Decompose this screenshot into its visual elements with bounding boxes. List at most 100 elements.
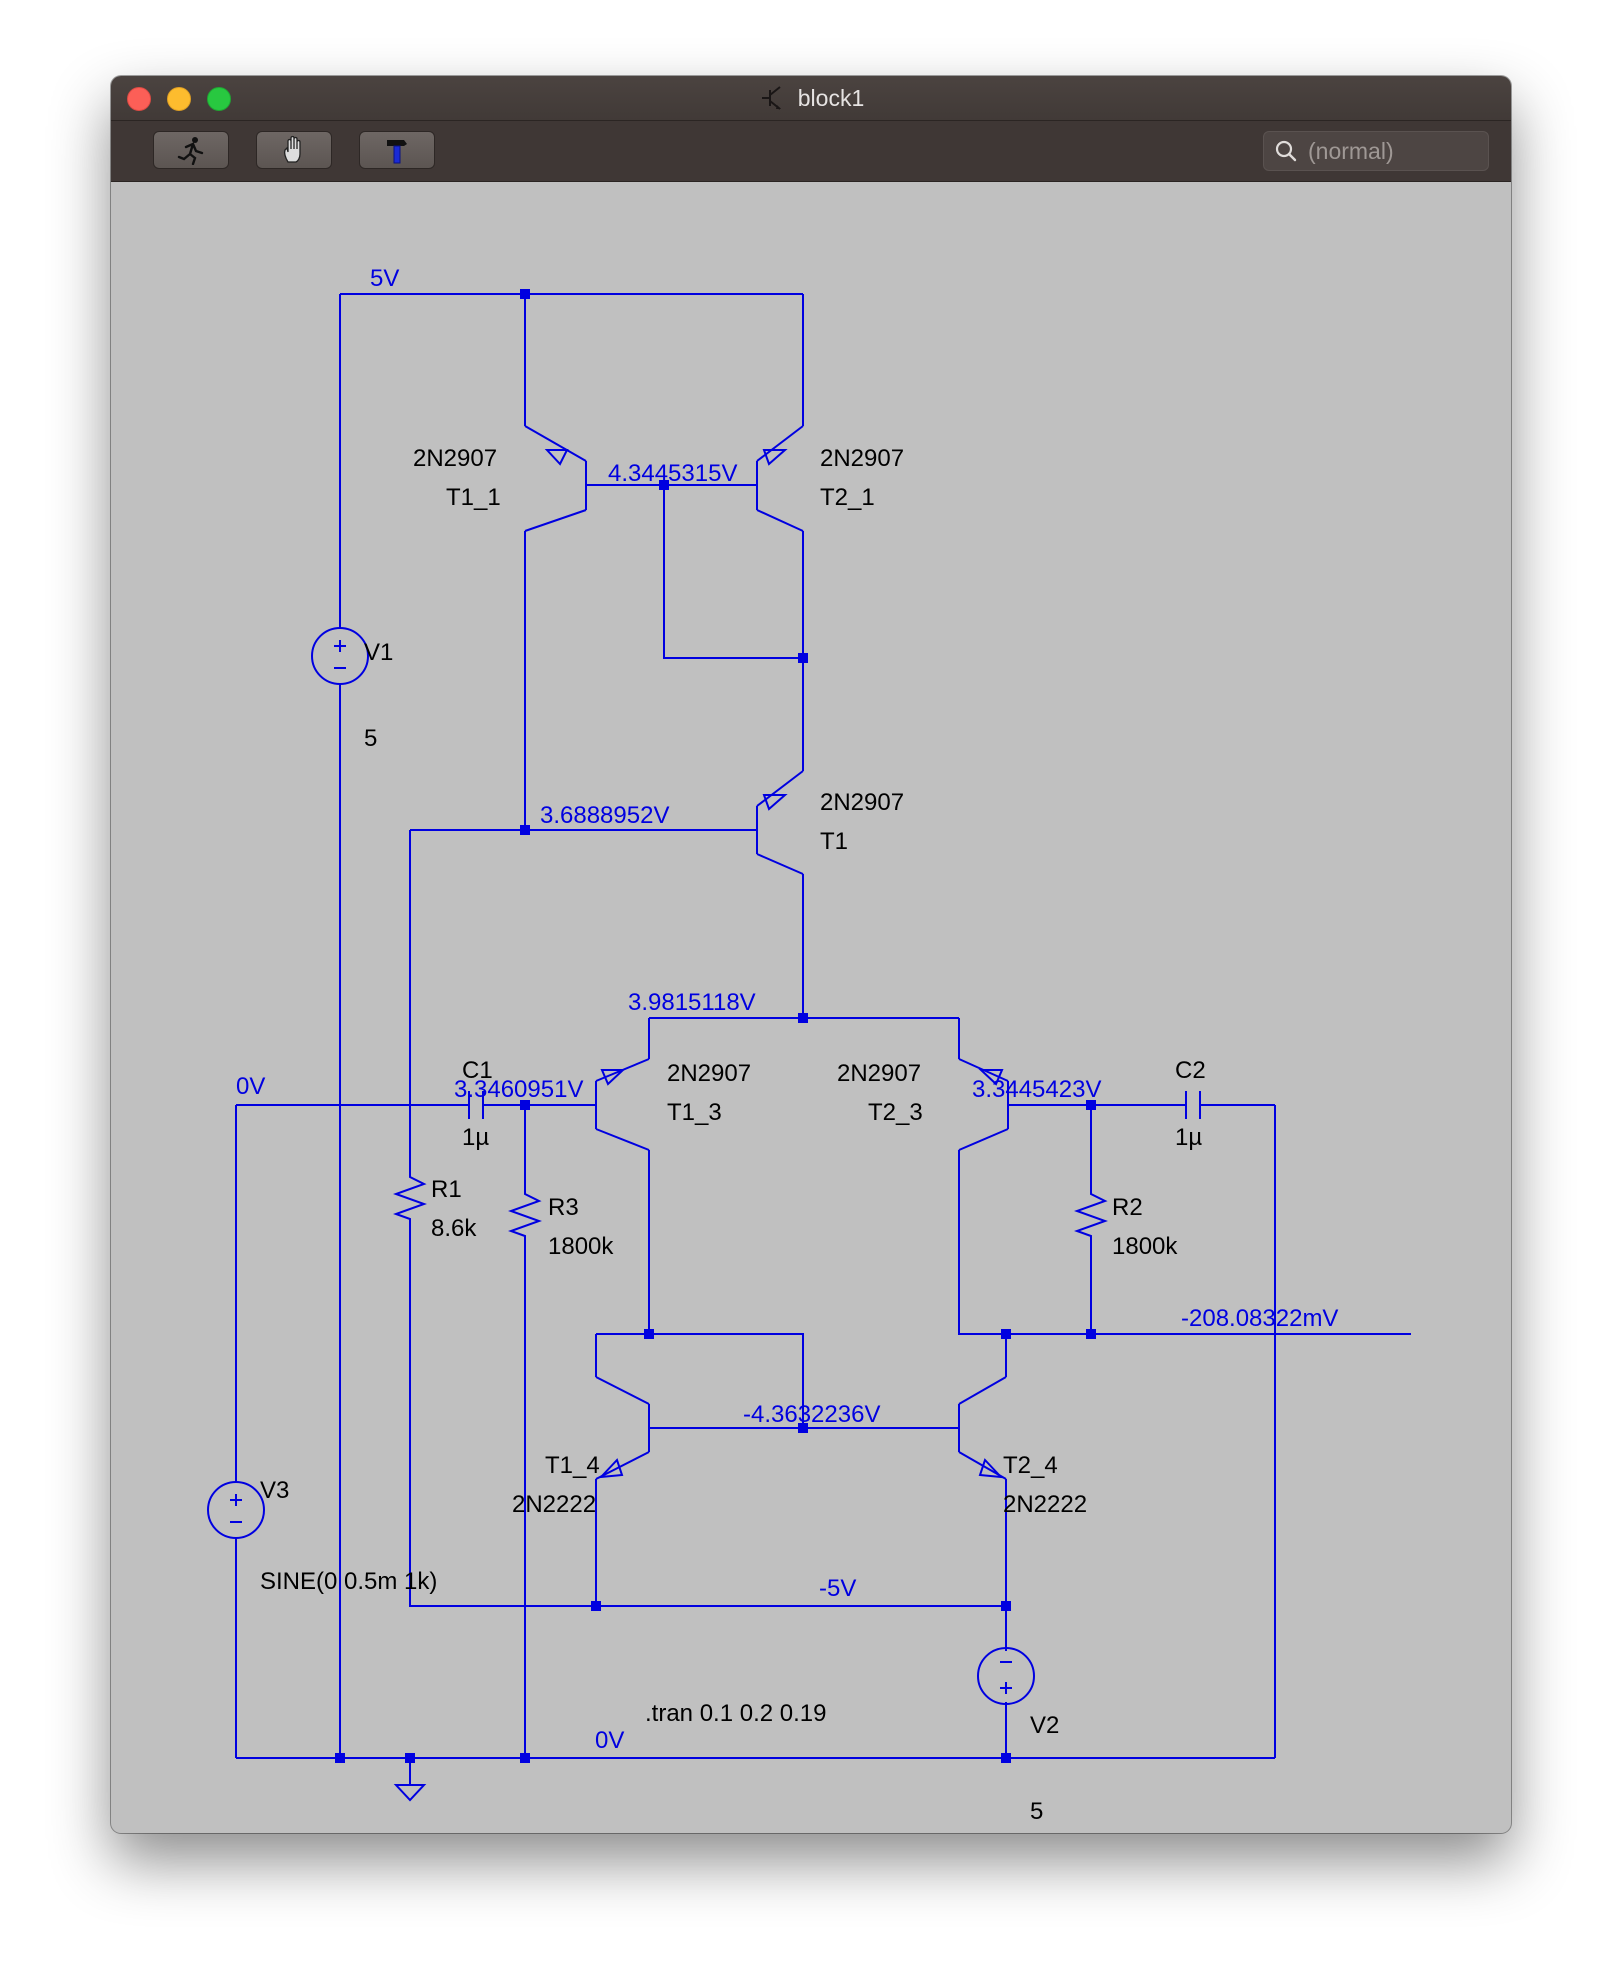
window-title-group: block1 [111,76,1511,120]
v3-value: SINE(0 0.5m 1k) [260,1568,437,1595]
wire-mirror-bottom-diode [596,1333,804,1428]
t1-1-model: 2N2907 [413,445,497,472]
search-input[interactable] [1306,136,1480,166]
t2-3-name: T2_3 [868,1099,923,1126]
junction-dot [520,825,530,835]
halt-button[interactable] [256,131,332,169]
hand-icon [283,135,301,163]
c1-name: C1 [462,1057,493,1084]
toolbar [111,121,1511,182]
junction-dot [644,1329,654,1339]
resistor-r3[interactable] [508,1187,542,1239]
junctions [335,289,1096,1763]
t1-3-model: 2N2907 [667,1060,751,1087]
wire-vss [409,1222,1006,1607]
junction-dot [1086,1329,1096,1339]
v1-value: 5 [364,725,377,752]
schematic-drawing[interactable]: 5V 0V 0V -5V 4.3445315V 3.6888952V 3.981… [111,182,1511,1833]
wires [235,293,1411,1785]
c2-name: C2 [1175,1057,1206,1084]
v1-name: V1 [364,639,393,666]
search-box[interactable] [1263,131,1489,171]
voltage-out: -208.08322mV [1181,1305,1338,1332]
voltage-in-right: 3.3445423V [972,1076,1101,1103]
junction-dot [1001,1753,1011,1763]
t1-1-name: T1_1 [446,484,501,511]
r1-value: 8.6k [431,1215,477,1242]
junction-dot [1001,1601,1011,1611]
hammer-icon [387,140,407,164]
resistor-r2[interactable] [1074,1187,1108,1239]
window-title: block1 [797,84,865,111]
v2-value: 5 [1030,1798,1043,1825]
net-label-vdd: 5V [370,265,399,292]
resistor-r1[interactable] [393,1170,427,1222]
search-icon [1275,140,1297,162]
voltage-source-v1[interactable] [311,627,369,685]
r3-name: R3 [548,1194,579,1221]
t2-4-name: T2_4 [1003,1452,1058,1479]
wire-out [958,1150,1411,1335]
junction-dot [405,1753,415,1763]
junction-dot [520,1100,530,1110]
voltage-tail: 3.9815118V [628,989,756,1016]
voltage-source-v2[interactable] [977,1647,1035,1705]
schematic-canvas[interactable]: 5V 0V 0V -5V 4.3445315V 3.6888952V 3.981… [111,182,1511,1833]
t1-4-model: 2N2222 [512,1491,596,1518]
app-window: block1 [111,76,1511,1833]
minimize-button[interactable] [167,87,191,111]
junction-dot [1001,1329,1011,1339]
junction-dot [520,1753,530,1763]
c1-value: 1µ [462,1124,489,1151]
run-icon [177,137,204,165]
capacitor-c1[interactable] [468,1091,484,1119]
transistor-t1-1[interactable] [524,425,587,532]
t1-model: 2N2907 [820,789,904,816]
t1-name: T1 [820,828,848,855]
junction-dot [591,1601,601,1611]
t2-1-model: 2N2907 [820,445,904,472]
v2-name: V2 [1030,1712,1059,1739]
transistor-t1-3[interactable] [595,1058,650,1151]
transistor-t2-4[interactable] [958,1376,1007,1480]
junction-dot [798,1423,808,1433]
wire-mirror-diode [663,485,803,659]
voltage-mirror-top: 4.3445315V [608,460,737,487]
c2-value: 1µ [1175,1124,1202,1151]
junction-dot [798,1013,808,1023]
voltage-in-left: 3.3460951V [454,1076,583,1103]
capacitor-c2[interactable] [1185,1091,1201,1119]
r2-value: 1800k [1112,1233,1178,1260]
junction-dot [1086,1100,1096,1110]
close-button[interactable] [127,87,151,111]
zoom-button[interactable] [207,87,231,111]
voltage-t1-base: 3.6888952V [540,802,669,829]
junction-dot [520,289,530,299]
ground-symbol[interactable] [393,1784,427,1802]
r3-value: 1800k [548,1233,614,1260]
t1-3-name: T1_3 [667,1099,722,1126]
junction-dot [335,1753,345,1763]
v3-name: V3 [260,1477,289,1504]
transistor-t1[interactable] [756,770,804,875]
t2-3-model: 2N2907 [837,1060,921,1087]
transistor-document-icon [761,86,781,110]
spice-directive[interactable]: .tran 0.1 0.2 0.19 [645,1700,826,1727]
junction-dot [659,480,669,490]
run-button[interactable] [153,131,229,169]
tools-button[interactable] [359,131,435,169]
transistor-t2-3[interactable] [958,1058,1009,1151]
t2-4-model: 2N2222 [1003,1491,1087,1518]
r2-name: R2 [1112,1194,1143,1221]
net-label-vss: -5V [819,1575,856,1602]
t2-1-name: T2_1 [820,484,875,511]
transistor-t1-4[interactable] [595,1376,650,1480]
transistor-t2-1[interactable] [756,425,804,532]
junction-dot [798,653,808,663]
r1-name: R1 [431,1176,462,1203]
voltage-mirror-bottom: -4.3632236V [743,1401,880,1428]
net-label-gnd-left: 0V [236,1073,265,1100]
voltage-source-v3[interactable] [207,1481,265,1539]
net-label-gnd-bottom: 0V [595,1727,624,1754]
title-bar: block1 [111,76,1511,121]
